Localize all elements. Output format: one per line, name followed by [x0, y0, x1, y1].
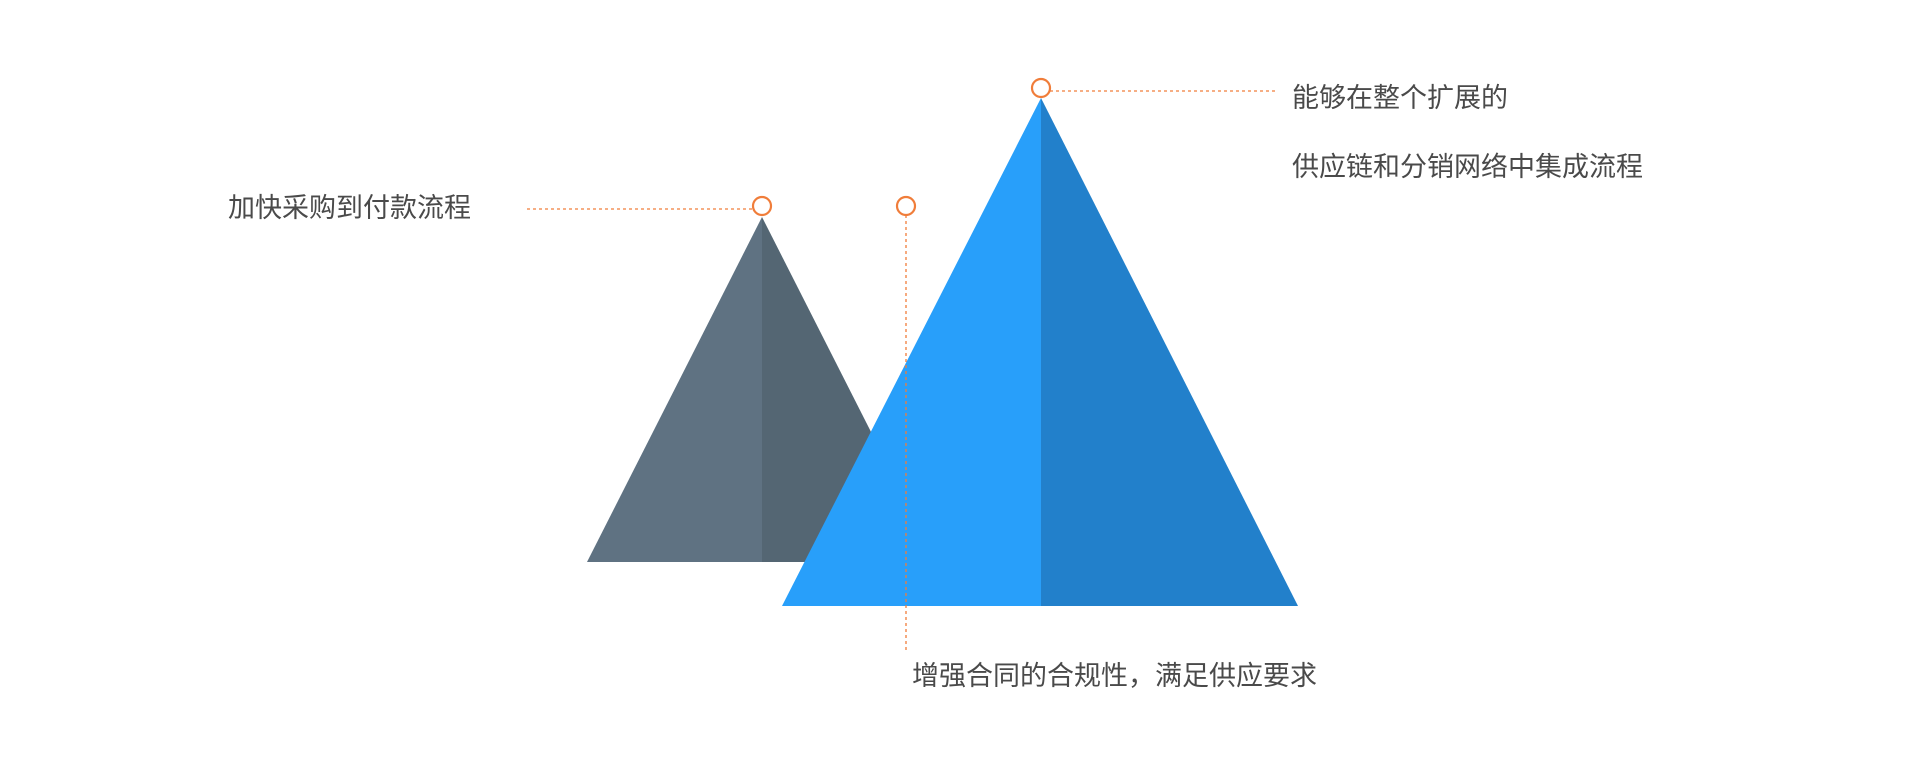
blue-triangle-right-face: [1041, 98, 1298, 606]
top-callout-line1: 能够在整个扩展的: [1292, 83, 1508, 114]
top-callout-marker-icon: [1030, 77, 1052, 99]
blue-triangle: [782, 98, 1298, 606]
gray-triangle-left-face: [587, 217, 762, 562]
bottom-callout-text: 增强合同的合规性，满足供应要求: [912, 661, 1317, 692]
blue-triangle-left-face: [782, 98, 1041, 606]
left-callout-marker-icon: [751, 195, 773, 217]
bottom-callout-marker-icon: [895, 195, 917, 217]
left-callout-text: 加快采购到付款流程: [228, 193, 471, 224]
top-callout-line2: 供应链和分销网络中集成流程: [1292, 152, 1643, 183]
